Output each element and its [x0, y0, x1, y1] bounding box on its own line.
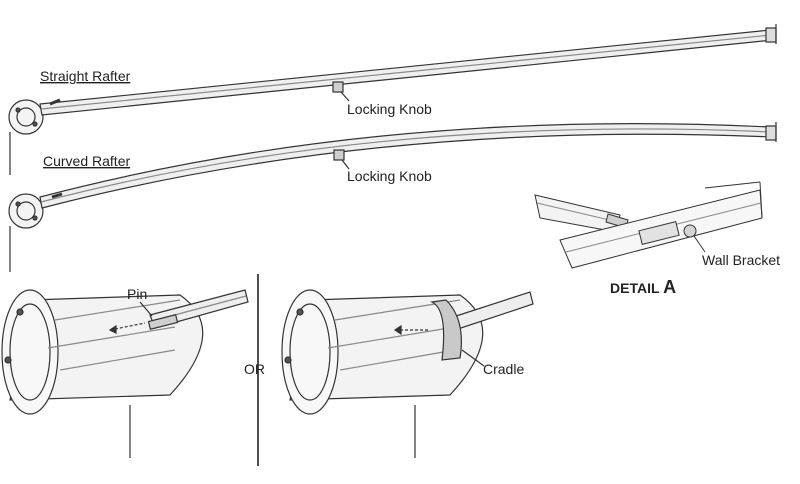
wall-end-curved	[765, 125, 777, 141]
locking-knob-label-2: Locking Knob	[347, 168, 432, 184]
detail-a-label: DETAIL A	[610, 277, 676, 297]
roller-end-cap-straight	[8, 99, 44, 135]
cradle-bracket	[430, 299, 462, 361]
locking-knob-straight	[332, 81, 344, 93]
curved-rafter-bar	[39, 123, 773, 209]
cradle-option-illustration	[281, 289, 534, 458]
wall-bracket-label: Wall Bracket	[702, 252, 780, 268]
roller-end-cap-curved	[8, 193, 44, 229]
detail-rafter-end	[534, 194, 621, 233]
locking-knob-label-1: Locking Knob	[347, 101, 432, 117]
detail-bracket-bolt	[683, 224, 697, 238]
pin-shaft	[147, 314, 179, 330]
pin-option-illustration	[1, 289, 249, 458]
straight-rafter-label: Straight Rafter	[40, 68, 131, 84]
roller-end-cap-inner	[16, 107, 36, 127]
locking-knob-curved	[333, 149, 345, 161]
detail-bracket-slot	[638, 221, 680, 245]
curved-rafter-label: Curved Rafter	[43, 153, 130, 169]
wall-end-straight	[765, 27, 777, 43]
detail-a-illustration	[534, 181, 763, 269]
straight-rafter-assembly	[8, 24, 777, 175]
pin-label: Pin	[127, 286, 147, 302]
cradle-label: Cradle	[483, 361, 524, 377]
curved-rafter-assembly	[8, 122, 777, 272]
roller-tube-end-pin	[1, 289, 59, 415]
or-label: OR	[244, 361, 265, 377]
roller-tube-end-cradle	[281, 289, 339, 415]
